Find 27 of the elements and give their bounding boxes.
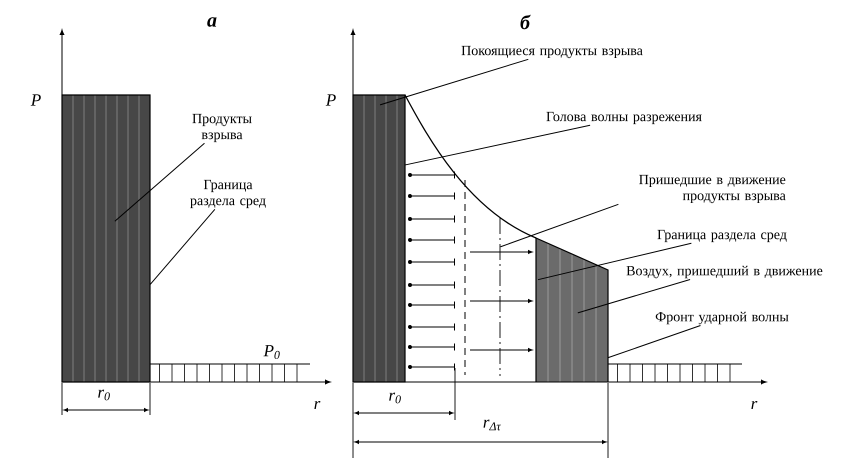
leader-line xyxy=(537,242,692,280)
callout-text: Граница раздела сред xyxy=(658,230,787,242)
leader-line xyxy=(500,204,619,248)
axis-label: r$_{Δτ}$ xyxy=(484,420,502,430)
axis-label: P xyxy=(326,94,336,106)
leader-line xyxy=(114,142,205,222)
callout-text: Пришедшие в движение продукты взрыва xyxy=(639,174,786,204)
callout-text: Голова волны разрежения xyxy=(546,112,702,124)
callout-text: Продукты взрыва xyxy=(192,114,252,142)
leader-line xyxy=(404,124,591,166)
axis-label: r$_{0}$ xyxy=(389,392,401,404)
leader-line xyxy=(150,208,216,285)
axis-label: r xyxy=(314,401,320,409)
axis-label: P$_{0}$ xyxy=(264,345,280,359)
axis-label: P xyxy=(30,94,41,106)
axis-label: r xyxy=(751,401,758,409)
callout-text: Покоящиеся продукты взрыва xyxy=(462,46,643,58)
leader-line xyxy=(608,325,701,358)
callout-text: Воздух, пришедший в движение xyxy=(626,266,822,278)
callout-text: Граница раздела сред xyxy=(190,180,266,208)
panel-label: б xyxy=(520,14,531,30)
leader-line xyxy=(577,279,691,314)
callout-text: Фронт ударной волны xyxy=(656,312,788,324)
shaded-region xyxy=(352,94,406,383)
panel-label: а xyxy=(207,17,217,27)
shaded-region xyxy=(61,94,151,383)
leader-line xyxy=(380,58,529,106)
